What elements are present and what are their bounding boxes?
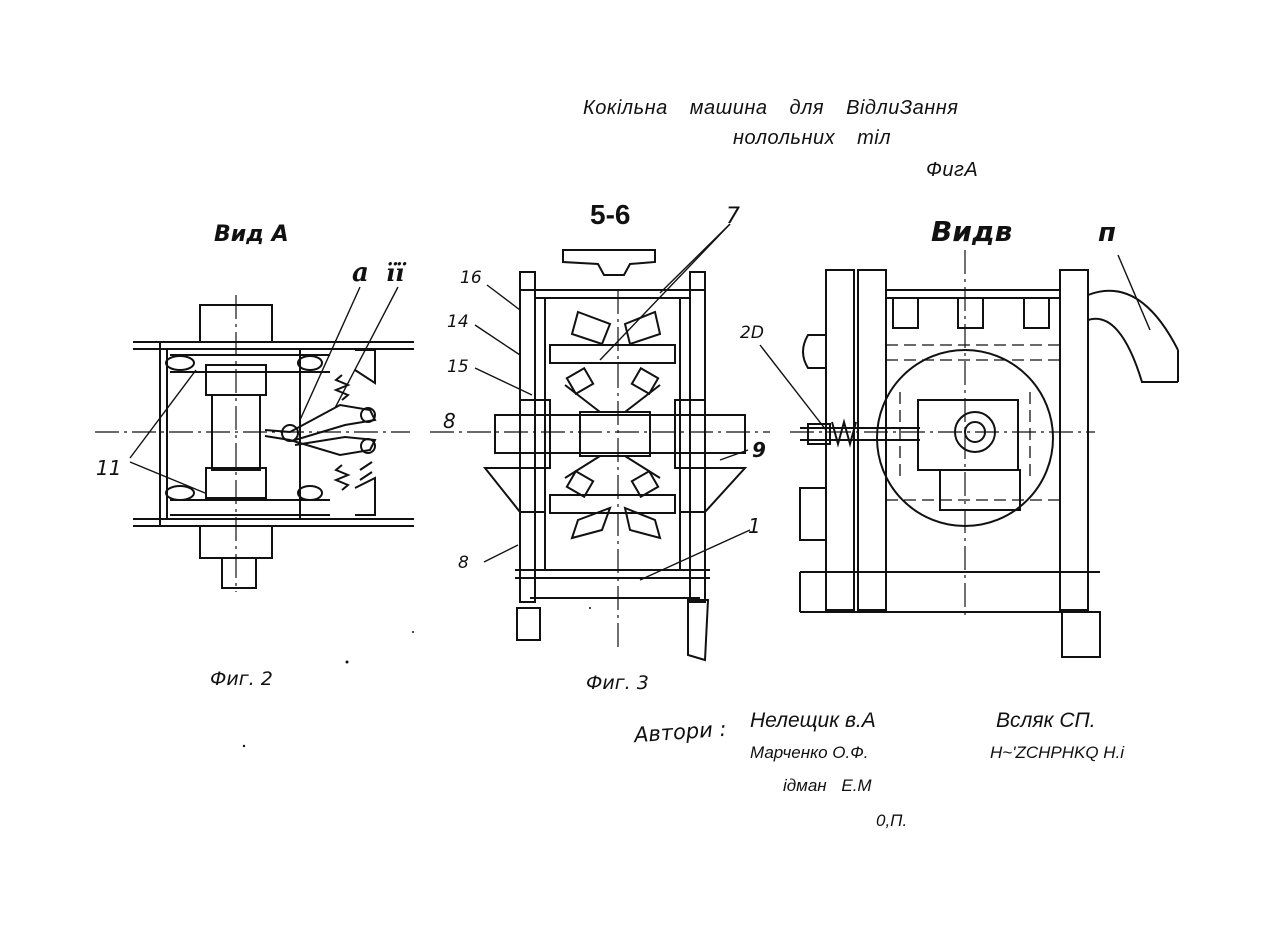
figure-2-caption: Фиг. 2 [210,668,273,690]
figure-3-leaders [475,224,750,580]
callout-11: 11 [96,456,121,480]
callout-20: 2D [740,323,764,343]
callout-15: 15 [447,357,469,377]
figure-3-drawing [485,250,745,660]
author-3: Марченко О.Ф. [750,743,869,763]
callout-9: 9 [752,438,766,462]
sheet-label: ФигА [926,159,978,182]
callout-a: а [352,258,369,288]
figure-2-leaders [130,287,398,493]
view-b-label: Видв [931,215,1012,248]
title-line-2: нолольних тіл [733,127,891,150]
figure-3-caption: Фиг. 3 [586,672,649,694]
title-line-1: Кокільна машина для ВідлиЗання [583,97,958,120]
view-p-label: п [1098,218,1116,248]
view-b-leaders [760,255,1150,430]
specks [243,607,591,747]
view-a-label: Вид А [214,222,289,247]
callout-1: 1 [748,514,761,538]
author-2: Всляк СП. [996,709,1096,733]
figure-2-drawing [133,305,414,588]
callout-ii: її [386,258,404,287]
callout-8-lower: 8 [458,553,469,573]
author-6: 0,П. [876,811,907,831]
callout-7: 7 [726,204,740,229]
callout-8-axis: 8 [443,409,456,433]
callout-16: 16 [460,268,482,288]
callout-14: 14 [447,312,469,332]
figure-2-centerlines [95,295,410,592]
author-4: H~'ZCHPHKQ H.i [990,743,1124,763]
section-label: 5-6 [590,199,630,231]
author-5: ідман Е.М [783,776,872,796]
author-1: Нелещик в.А [750,709,876,733]
view-b-drawing [800,270,1178,657]
